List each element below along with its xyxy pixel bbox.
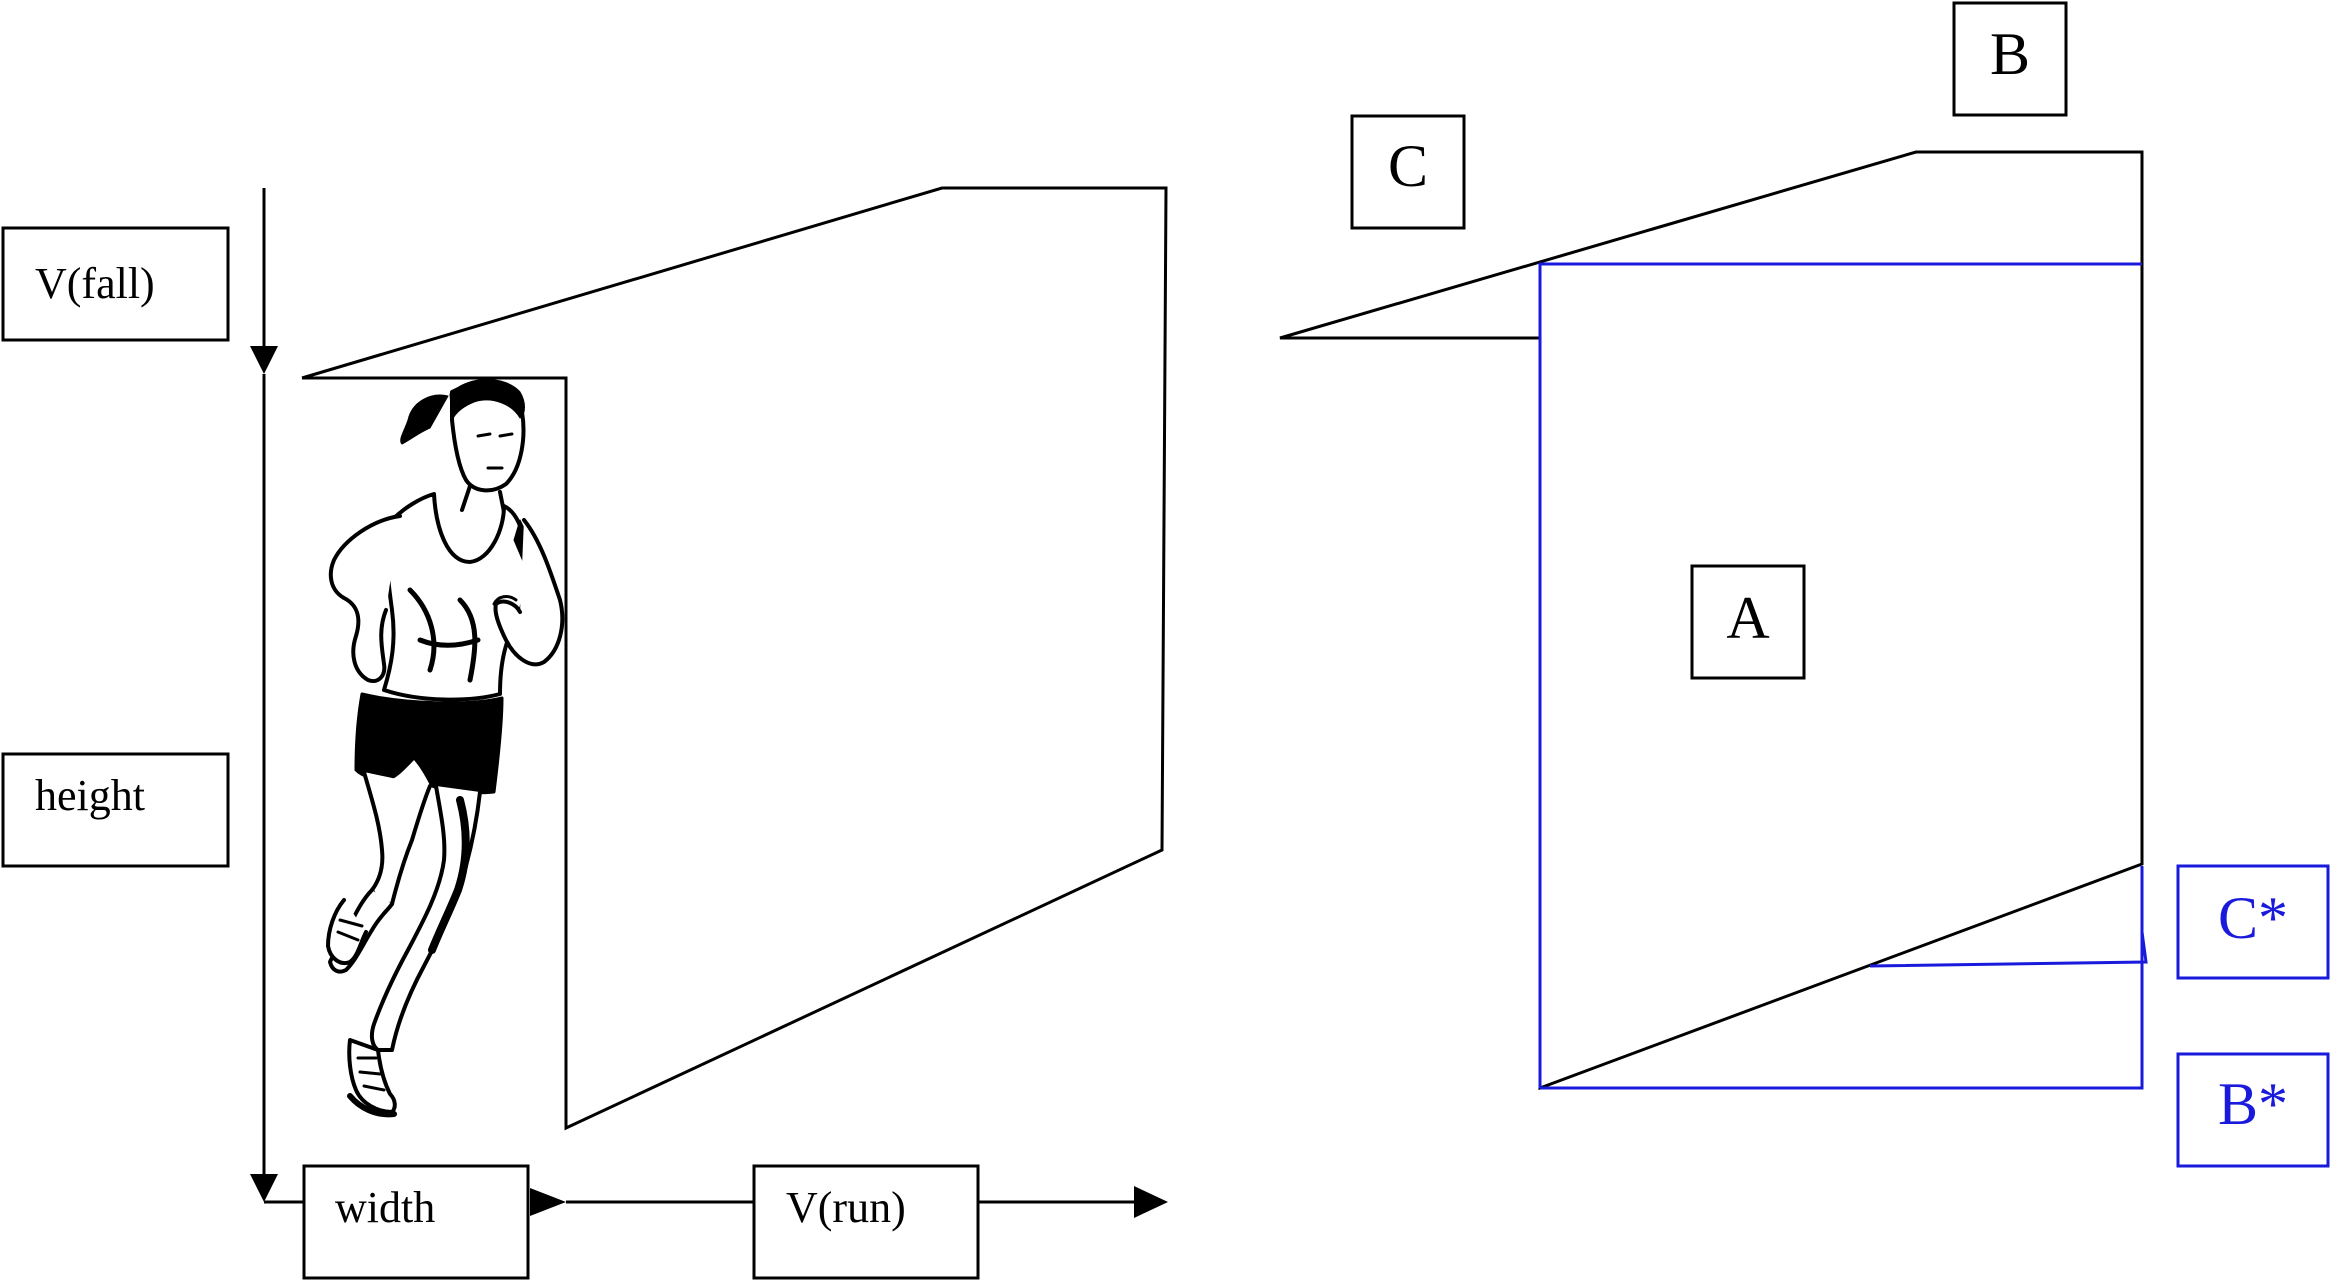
run-arrowhead xyxy=(1134,1186,1168,1218)
height-arrowhead xyxy=(250,1174,278,1202)
label-c: C xyxy=(1388,133,1428,199)
width-label-box: width xyxy=(302,1164,530,1280)
v-fall-label-box: V(fall) xyxy=(1,226,230,342)
fall-arrowhead xyxy=(250,346,278,374)
face-c-star-outline xyxy=(1869,931,2148,968)
label-b: B xyxy=(1990,21,2030,87)
right-figure: A B C C* B* xyxy=(1279,1,2330,1168)
left-box-outline xyxy=(301,186,1168,1131)
width-arrowhead xyxy=(530,1188,566,1216)
label-box-b-star: B* xyxy=(2176,1052,2330,1168)
label-a: A xyxy=(1726,585,1769,651)
highlight-lines xyxy=(1538,262,2148,1090)
v-fall-label: V(fall) xyxy=(35,259,155,308)
v-run-label: V(run) xyxy=(786,1183,906,1232)
running-woman-icon xyxy=(326,379,565,1118)
label-box-a: A xyxy=(1690,564,1806,680)
label-box-c: C xyxy=(1350,114,1466,230)
left-figure: V(fall) height width V(run) xyxy=(1,186,1168,1280)
height-label: height xyxy=(35,771,145,820)
label-box-c-star: C* xyxy=(2176,864,2330,980)
label-c-star: C* xyxy=(2218,885,2288,951)
v-run-label-box: V(run) xyxy=(752,1164,980,1280)
width-label: width xyxy=(335,1183,435,1232)
face-a-top-and-left xyxy=(1538,262,2142,1088)
label-box-b: B xyxy=(1952,1,2068,117)
label-b-star: B* xyxy=(2218,1071,2288,1137)
height-label-box: height xyxy=(1,752,230,868)
